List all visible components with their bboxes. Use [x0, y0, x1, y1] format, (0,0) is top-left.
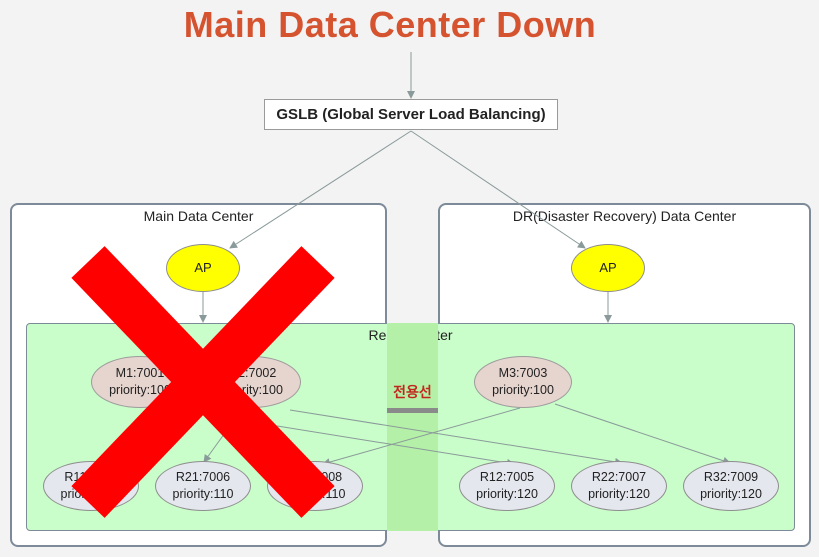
replica-name: R22:7007	[591, 470, 647, 485]
dr-ap-node: AP	[571, 244, 645, 292]
main-ap-node: AP	[166, 244, 240, 292]
replica-priority: priority:120	[700, 487, 762, 501]
master-priority: priority:100	[492, 383, 554, 397]
gslb-box: GSLB (Global Server Load Balancing)	[264, 99, 558, 130]
replica-node-r32: R32:7009 priority:120	[683, 461, 779, 511]
replica-name: R21:7006	[175, 470, 231, 485]
replica-priority: priority:120	[588, 487, 650, 501]
m3-to-r32-arrow	[554, 403, 731, 465]
failure-cross-stroke-2	[71, 246, 335, 518]
main-data-center-label: Main Data Center	[143, 208, 254, 224]
gslb-label: GSLB (Global Server Load Balancing)	[276, 106, 546, 123]
m3-to-r31-arrow	[322, 407, 521, 466]
gslb-to-dr-ap-arrow	[410, 130, 586, 249]
master-priority: priority:100	[109, 383, 171, 397]
replica-name: R12:7005	[479, 470, 535, 485]
master-name: M3:7003	[498, 366, 548, 381]
replica-node-r22: R22:7007 priority:120	[571, 461, 667, 511]
replica-node-r21: R21:7006 priority:110	[155, 461, 251, 511]
replica-priority: priority:120	[476, 487, 538, 501]
master-name: M1:7001	[115, 366, 165, 381]
replica-priority: priority:110	[172, 487, 234, 501]
dr-ap-label: AP	[599, 260, 617, 276]
master-node-m3: M3:7003 priority:100	[474, 356, 572, 408]
gslb-to-main-ap-arrow	[229, 130, 412, 249]
dedicated-line-bar	[387, 408, 438, 413]
main-ap-label: AP	[194, 260, 212, 276]
replica-name: R32:7009	[703, 470, 759, 485]
page-title: Main Data Center Down	[183, 4, 597, 45]
m2-to-r22-arrow	[289, 409, 623, 466]
dedicated-line-label: 전용선	[393, 384, 432, 400]
replica-node-r12: R12:7005 priority:120	[459, 461, 555, 511]
dr-data-center-label: DR(Disaster Recovery) Data Center	[512, 208, 737, 224]
